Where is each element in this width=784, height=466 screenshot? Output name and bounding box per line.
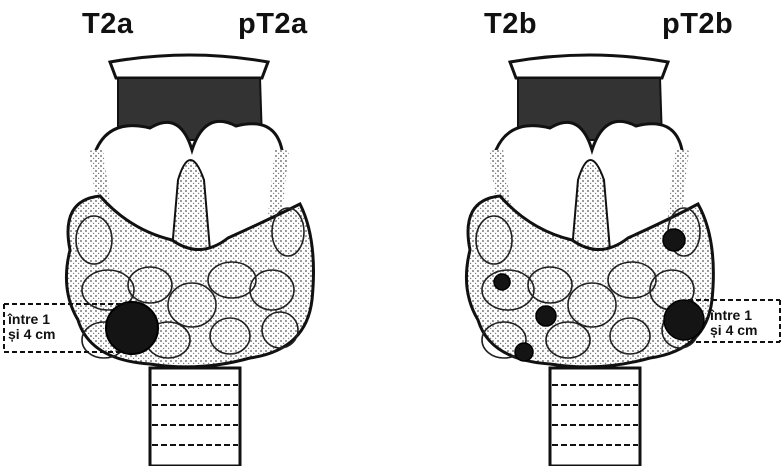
- figure-t2b: T2b pT2b: [392, 0, 784, 466]
- tumor-nodule-small-4: [663, 229, 685, 251]
- tumor-nodule-small-1: [494, 274, 510, 290]
- size-note-t2a: între 1 și 4 cm: [8, 312, 55, 342]
- size-note-line2: și 4 cm: [8, 327, 55, 342]
- thyroid-larynx-drawing-t2b: [392, 0, 784, 466]
- figure-t2a: T2a pT2a: [0, 0, 392, 466]
- size-note-t2b: între 1 și 4 cm: [710, 308, 757, 338]
- tumor-nodule-small-3: [515, 343, 533, 361]
- thyroid-larynx-drawing-t2a: [0, 0, 392, 466]
- tumor-nodule-small-2: [536, 306, 556, 326]
- size-note-line1: între 1: [8, 312, 55, 327]
- tumor-nodule-t2a: [106, 302, 158, 354]
- size-note-line2: și 4 cm: [710, 323, 757, 338]
- size-note-line1: între 1: [710, 308, 757, 323]
- tumor-nodule-large: [664, 300, 704, 340]
